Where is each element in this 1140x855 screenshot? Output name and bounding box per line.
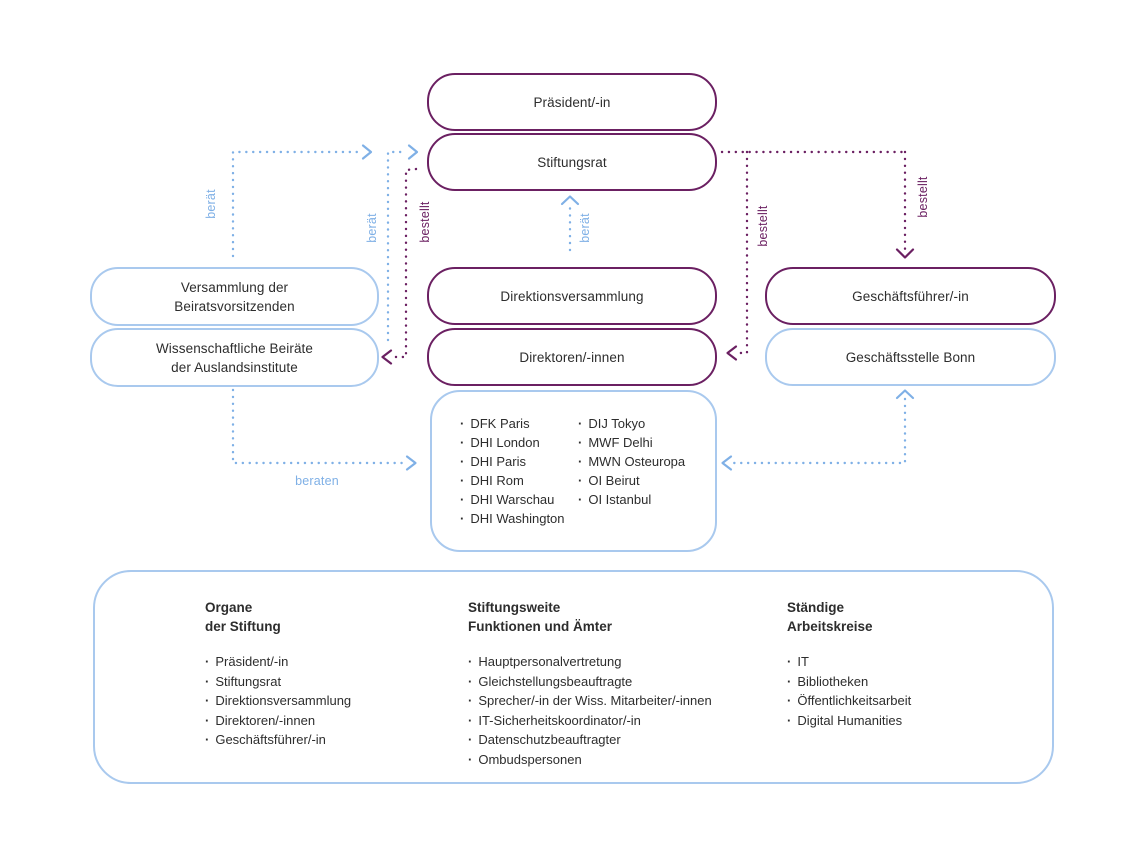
legend-arbeitskreise-title-line2: Arbeitskreise bbox=[787, 619, 873, 634]
legend-item: Sprecher/-in der Wiss. Mitarbeiter/-inne… bbox=[468, 691, 768, 711]
edge-beiraete-beraten-institute bbox=[231, 388, 408, 465]
institute-list-col1: DFK Paris DHI London DHI Paris DHI Rom D… bbox=[460, 414, 565, 528]
edge-label-beraet-center: berät bbox=[578, 213, 592, 243]
box-geschaeftsfuehrer-label: Geschäftsführer/-in bbox=[852, 288, 969, 304]
arrowhead-right-blue-2 bbox=[407, 144, 419, 160]
edge-label-beraten: beraten bbox=[295, 474, 339, 488]
arrowhead-right-blue-1 bbox=[361, 144, 373, 160]
legend-item: Ombudspersonen bbox=[468, 750, 768, 770]
legend-arbeitskreise-title-line1: Ständige bbox=[787, 600, 845, 615]
legend-organe-list: Präsident/-in Stiftungsrat Direktionsver… bbox=[205, 652, 505, 750]
edge-stiftungsrat-bestellt-direktoren bbox=[736, 150, 749, 355]
legend-item: Direktoren/-innen bbox=[205, 711, 505, 731]
legend-col-funktionen: Stiftungsweite Funktionen und Ämter Haup… bbox=[468, 598, 768, 769]
box-direktionsversammlung: Direktionsversammlung bbox=[427, 267, 717, 325]
edge-versammlung-beraet-stiftungsrat bbox=[231, 150, 360, 258]
legend-col-arbeitskreise: Ständige Arbeitskreise IT Bibliotheken Ö… bbox=[787, 598, 1087, 730]
box-direktionsversammlung-label: Direktionsversammlung bbox=[500, 288, 644, 304]
institute-item: OI Istanbul bbox=[578, 490, 685, 509]
legend-funktionen-title-line1: Stiftungsweite bbox=[468, 600, 561, 615]
legend-item: IT-Sicherheitskoordinator/-in bbox=[468, 711, 768, 731]
box-geschaeftsstelle-bonn: Geschäftsstelle Bonn bbox=[765, 328, 1056, 386]
institute-item: DHI Washington bbox=[460, 509, 564, 528]
edge-label-bestellt-left: bestellt bbox=[418, 201, 432, 243]
arrowhead-left-purple-direktoren bbox=[726, 345, 738, 361]
legend-organe-title-line1: Organe bbox=[205, 600, 253, 615]
arrowhead-right-blue-beraten bbox=[405, 455, 417, 471]
institute-item: DHI Paris bbox=[460, 452, 565, 471]
arrowhead-up-blue-center bbox=[560, 195, 580, 206]
legend-item: Direktionsversammlung bbox=[205, 691, 505, 711]
box-wissenschaftliche-beiraete: Wissenschaftliche Beiräte der Auslandsin… bbox=[90, 328, 379, 387]
arrowhead-down-purple-geschaeftsfuehrer bbox=[895, 248, 915, 259]
box-versammlung-label-line1: Versammlung der bbox=[180, 279, 289, 295]
box-versammlung-beiratsvorsitzende: Versammlung der Beiratsvorsitzenden bbox=[90, 267, 379, 326]
institute-item: MWF Delhi bbox=[578, 433, 685, 452]
institute-item: DIJ Tokyo bbox=[578, 414, 685, 433]
institute-item: OI Beirut bbox=[578, 471, 685, 490]
edge-label-beraet-left: berät bbox=[204, 189, 218, 219]
edge-label-bestellt-right: bestellt bbox=[916, 176, 930, 218]
legend-funktionen-list: Hauptpersonalvertretung Gleichstellungsb… bbox=[468, 652, 768, 769]
legend-item: Gleichstellungsbeauftragte bbox=[468, 672, 768, 692]
legend-item: Digital Humanities bbox=[787, 711, 1087, 731]
edge-beiraete-beraet-stiftungsrat bbox=[386, 150, 406, 342]
institute-item: DHI Warschau bbox=[460, 490, 565, 509]
edge-institute-geschaeftsstelle bbox=[730, 397, 907, 465]
legend-item: Bibliotheken bbox=[787, 672, 1087, 692]
box-versammlung-label-line2: Beiratsvorsitzenden bbox=[174, 298, 295, 314]
legend-funktionen-title-line2: Funktionen und Ämter bbox=[468, 619, 612, 634]
legend-item: Datenschutzbeauftragter bbox=[468, 730, 768, 750]
legend-item: Öffentlichkeitsarbeit bbox=[787, 691, 1087, 711]
institute-item: DHI London bbox=[460, 433, 565, 452]
legend-col-organe: Organe der Stiftung Präsident/-in Stiftu… bbox=[205, 598, 505, 750]
institute-item: DFK Paris bbox=[460, 414, 565, 433]
institute-item: DHI Rom bbox=[460, 471, 565, 490]
edge-label-beraet-mid: berät bbox=[365, 213, 379, 243]
box-stiftungsrat: Stiftungsrat bbox=[427, 133, 717, 191]
box-beiraete-label-line2: der Auslandsinstitute bbox=[171, 359, 298, 375]
box-praesident-label: Präsident/-in bbox=[533, 94, 611, 110]
legend-item: Hauptpersonalvertretung bbox=[468, 652, 768, 672]
edge-label-bestellt-mid: bestellt bbox=[756, 205, 770, 247]
box-praesident: Präsident/-in bbox=[427, 73, 717, 131]
box-geschaeftsstelle-label: Geschäftsstelle Bonn bbox=[845, 349, 976, 365]
legend-item: Präsident/-in bbox=[205, 652, 505, 672]
arrowhead-left-blue-institute bbox=[721, 455, 733, 471]
box-stiftungsrat-label: Stiftungsrat bbox=[537, 154, 607, 170]
legend-panel: Organe der Stiftung Präsident/-in Stiftu… bbox=[93, 570, 1054, 784]
box-direktoren: Direktoren/-innen bbox=[427, 328, 717, 386]
legend-item: IT bbox=[787, 652, 1087, 672]
edge-stiftungsrat-bestellt-beiraete bbox=[391, 167, 418, 359]
box-beiraete-label-line1: Wissenschaftliche Beiräte bbox=[155, 340, 314, 356]
institute-item: MWN Osteuropa bbox=[578, 452, 685, 471]
legend-item: Geschäftsführer/-in bbox=[205, 730, 505, 750]
institute-list-col2: DIJ Tokyo MWF Delhi MWN Osteuropa OI Bei… bbox=[578, 414, 685, 509]
legend-organe-title-line2: der Stiftung bbox=[205, 619, 281, 634]
legend-arbeitskreise-list: IT Bibliotheken Öffentlichkeitsarbeit Di… bbox=[787, 652, 1087, 730]
legend-arbeitskreise-title: Ständige Arbeitskreise bbox=[787, 598, 1087, 636]
legend-funktionen-title: Stiftungsweite Funktionen und Ämter bbox=[468, 598, 768, 636]
box-auslandsinstitute: DFK Paris DHI London DHI Paris DHI Rom D… bbox=[430, 390, 717, 552]
box-geschaeftsfuehrer: Geschäftsführer/-in bbox=[765, 267, 1056, 325]
legend-item: Stiftungsrat bbox=[205, 672, 505, 692]
legend-organe-title: Organe der Stiftung bbox=[205, 598, 505, 636]
box-direktoren-label: Direktoren/-innen bbox=[519, 349, 625, 365]
arrowhead-left-purple-beiraete bbox=[381, 349, 393, 365]
arrowhead-up-blue-geschaeftsstelle bbox=[895, 389, 915, 400]
